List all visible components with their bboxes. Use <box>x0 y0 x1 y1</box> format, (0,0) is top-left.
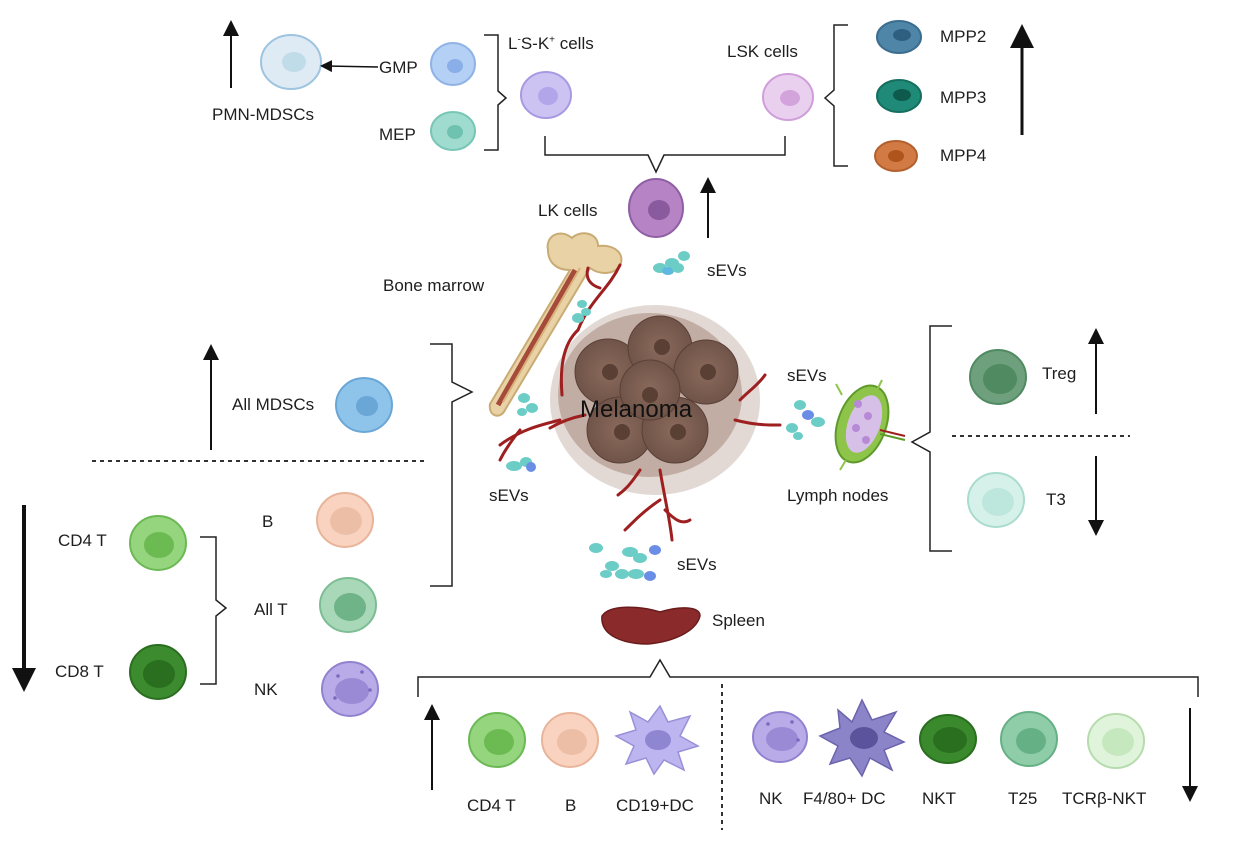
all-mdscs-cell <box>335 377 393 433</box>
lymph-node <box>834 379 906 471</box>
down-arrow-head <box>12 668 36 692</box>
sevs-bottom-cluster <box>589 543 661 581</box>
b-bottom-cell <box>541 712 599 768</box>
cd4t-left-cell <box>129 515 187 571</box>
blood-vessels <box>498 263 782 542</box>
nk-bottom-cell <box>752 711 808 763</box>
cd19-dc-cell <box>614 704 700 776</box>
nk-left-cell <box>321 661 379 717</box>
b-left-cell <box>316 492 374 548</box>
left-bracket <box>430 343 474 587</box>
cd8t-left-cell <box>129 644 187 700</box>
sevs-left-label: sEVs <box>489 486 529 505</box>
spleen-organ <box>601 606 701 645</box>
lymph-nodes-label: Lymph nodes <box>787 486 889 505</box>
b-left-label: B <box>262 512 274 531</box>
gmp-to-pmn-arrow <box>320 60 379 73</box>
lk-bracket <box>544 136 786 174</box>
treg-cell <box>969 349 1027 405</box>
melanoma-tumor <box>550 305 760 495</box>
t3-label: T3 <box>1046 490 1066 509</box>
t3-cell <box>967 472 1025 528</box>
mep-cell <box>430 111 476 151</box>
t25-label: T25 <box>1008 789 1038 808</box>
mpp3-label: MPP3 <box>940 88 987 107</box>
cd4t-bottom-label: CD4 T <box>467 796 516 815</box>
treg-label: Treg <box>1042 364 1077 383</box>
lsk-cell <box>762 73 814 121</box>
mpp3-cell <box>876 79 922 113</box>
all-t-label: All T <box>254 600 288 619</box>
pmn-mdsc-cell <box>260 34 322 90</box>
lsk-minus-label: L-S-K+ cells <box>508 34 594 53</box>
f480-dc-cell <box>818 698 906 778</box>
sevs-right-label: sEVs <box>787 366 827 385</box>
nkt-label: NKT <box>922 789 956 808</box>
tcrb-nkt-label: TCRβ-NKT <box>1062 789 1147 808</box>
lk-cell <box>628 178 684 238</box>
mpp2-cell <box>876 20 922 54</box>
sevs-bottom-label: sEVs <box>677 555 717 574</box>
all-mdscs-label: All MDSCs <box>232 395 315 414</box>
lsk-minus-cell <box>520 71 572 119</box>
nk-bottom-label: NK <box>759 789 783 808</box>
pmn-mdscs-label: PMN-MDSCs <box>212 105 314 124</box>
mpp4-cell <box>874 140 918 172</box>
cd8t-left-label: CD8 T <box>55 662 104 681</box>
all-t-cell <box>319 577 377 633</box>
cd4t-bottom-cell <box>468 712 526 768</box>
mpp-bracket <box>823 24 848 167</box>
lsk-cells-label: LSK cells <box>727 42 798 61</box>
gmp-cell <box>430 42 476 86</box>
f480dc-label: F4/80+ DC <box>803 789 886 808</box>
spleen-label: Spleen <box>712 611 765 630</box>
mpp4-label: MPP4 <box>940 146 987 165</box>
gmp-label: GMP <box>379 58 418 77</box>
mpp2-label: MPP2 <box>940 27 987 46</box>
sevs-top-label: sEVs <box>707 261 747 280</box>
b-bottom-label: B <box>565 796 577 815</box>
sevs-left-cluster <box>506 300 591 472</box>
nk-left-label: NK <box>254 680 278 699</box>
bone-marrow-label: Bone marrow <box>383 276 485 295</box>
melanoma-label: Melanoma <box>580 396 693 423</box>
sevs-top-cluster <box>653 251 690 275</box>
right-bracket <box>910 325 952 552</box>
cd4t-left-label: CD4 T <box>58 531 107 550</box>
tcrb-nkt-cell <box>1087 713 1145 769</box>
t-cell-bracket <box>200 536 228 685</box>
nkt-cell <box>919 714 977 764</box>
bottom-bracket <box>417 658 1199 697</box>
gmp-mep-bracket <box>484 34 508 151</box>
lk-cells-label: LK cells <box>538 201 598 220</box>
mep-label: MEP <box>379 125 416 144</box>
cd19dc-label: CD19+DC <box>616 796 694 815</box>
sevs-right-cluster <box>786 400 825 440</box>
t25-cell <box>1000 711 1058 767</box>
